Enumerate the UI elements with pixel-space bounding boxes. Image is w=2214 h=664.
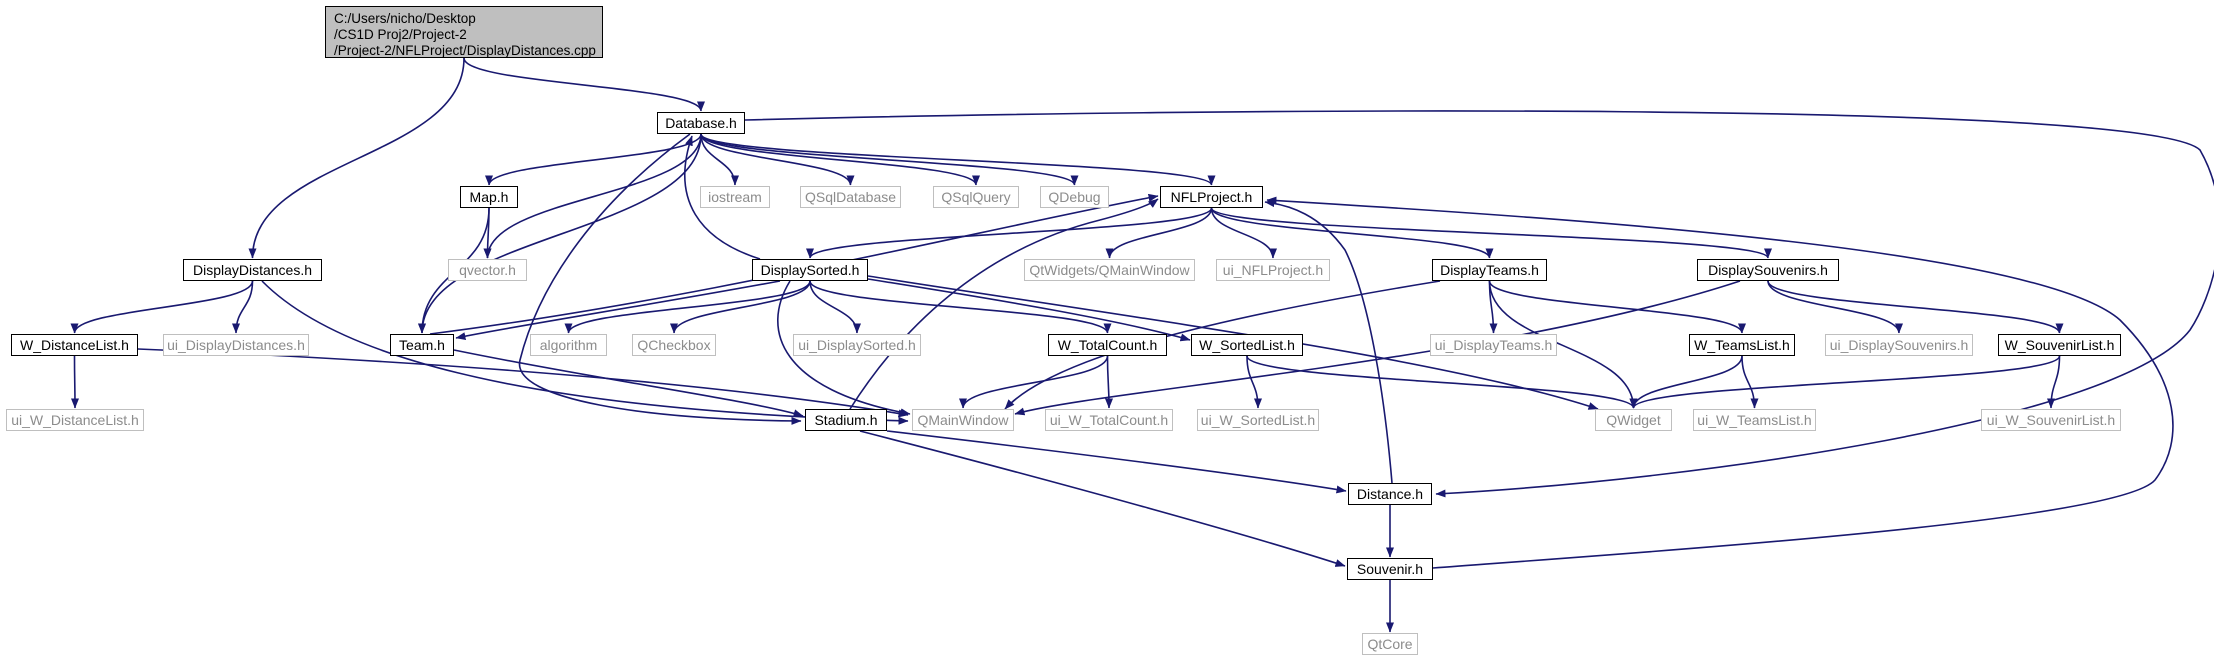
node-map-h[interactable]: Map.h xyxy=(460,186,518,208)
edge-display-sorted-h-to-w-sortedlist-h xyxy=(867,278,1191,342)
edge-nflproject-h-to-qtwidgets-qmainwindow xyxy=(1105,207,1213,259)
node-souvenir-h[interactable]: Souvenir.h xyxy=(1347,558,1433,580)
edge-root-to-database-h xyxy=(463,57,705,112)
node-ui-displaydistances-h: ui_DisplayDistances.h xyxy=(163,334,309,356)
edge-display-souvenirs-h-to-qmainwindow xyxy=(1014,280,1741,416)
edge-w-souvenirlist-h-to-qwidget xyxy=(1629,355,2061,409)
edge-database-h-to-map-h xyxy=(485,133,702,186)
edge-display-teams-h-to-qwidget xyxy=(1488,280,1638,409)
edge-database-h-to-stadium-h xyxy=(518,133,802,425)
node-w-totalcount-h[interactable]: W_TotalCount.h xyxy=(1048,334,1167,356)
edge-database-h-to-distance-h xyxy=(744,110,2214,498)
edge-display-teams-h-to-w-teamslist-h xyxy=(1488,280,1746,334)
edge-stadium-h-to-distance-h xyxy=(886,430,1347,494)
node-algorithm: algorithm xyxy=(530,334,607,356)
edge-distance-h-to-nflproject-h xyxy=(1264,199,1393,484)
edge-display-souvenirs-h-to-ui-displaysouvenirs-h xyxy=(1767,280,1903,334)
node-w-distancelist-h[interactable]: W_DistanceList.h xyxy=(11,334,138,356)
edge-display-distances-h-to-ui-displaydistances-h xyxy=(232,280,254,334)
node-w-sortedlist-h[interactable]: W_SortedList.h xyxy=(1191,334,1303,356)
node-qtwidgets-qmainwindow: QtWidgets/QMainWindow xyxy=(1024,259,1195,281)
node-root-displaydistances-cpp: C:/Users/nicho/Desktop /CS1D Proj2/Proje… xyxy=(325,6,603,58)
edge-nflproject-h-to-display-sorted-h xyxy=(806,207,1213,259)
edge-w-sortedlist-h-to-ui-w-sortedlist-h xyxy=(1246,355,1262,409)
node-displaysorted-h[interactable]: DisplaySorted.h xyxy=(752,259,868,281)
node-qsqlquery: QSqlQuery xyxy=(933,186,1019,208)
edge-database-h-to-qvector-h xyxy=(483,133,702,259)
edge-display-sorted-h-to-qcheckbox xyxy=(670,280,811,334)
edge-database-h-to-team-h xyxy=(418,133,702,334)
edge-display-sorted-h-to-ui-displaysorted-h xyxy=(809,280,861,334)
node-ui-w-teamslist-h: ui_W_TeamsList.h xyxy=(1693,409,1816,431)
node-nflproject-h[interactable]: NFLProject.h xyxy=(1160,186,1263,208)
edge-nflproject-h-to-display-souvenirs-h xyxy=(1210,207,1772,259)
edge-display-sorted-h-to-team-h xyxy=(455,280,781,341)
node-ui-displaysouvenirs-h: ui_DisplaySouvenirs.h xyxy=(1825,334,1973,356)
node-w-souvenirlist-h[interactable]: W_SouvenirList.h xyxy=(1998,334,2121,356)
edge-root-to-display-distances-h xyxy=(248,57,465,259)
edge-database-h-to-qdebug xyxy=(700,133,1079,186)
edge-nflproject-h-to-ui-nflproject-h xyxy=(1210,207,1277,259)
node-displaysouvenirs-h[interactable]: DisplaySouvenirs.h xyxy=(1697,259,1839,281)
node-displaydistances-h[interactable]: DisplayDistances.h xyxy=(183,259,322,281)
edge-w-sortedlist-h-to-qwidget xyxy=(1246,355,1638,409)
edge-w-distancelist-h-to-ui-w-distancelist-h xyxy=(70,355,79,409)
node-qwidget: QWidget xyxy=(1595,409,1672,431)
node-ui-nflproject-h: ui_NFLProject.h xyxy=(1216,259,1330,281)
edge-w-totalcount-h-to-qmainwindow xyxy=(959,355,1109,409)
edge-w-totalcount-h-to-ui-w-totalcount-h xyxy=(1104,355,1113,409)
edge-stadium-h-to-souvenir-h xyxy=(859,430,1346,567)
edge-display-distances-h-to-w-distancelist-h xyxy=(70,280,254,334)
node-ui-w-totalcount-h: ui_W_TotalCount.h xyxy=(1045,409,1173,431)
edge-database-h-to-qsqlquery xyxy=(700,133,980,186)
edge-w-souvenirlist-h-to-ui-w-souvenirlist-h xyxy=(2047,355,2061,409)
node-database-h[interactable]: Database.h xyxy=(657,112,745,134)
node-qsqldatabase: QSqlDatabase xyxy=(800,186,901,208)
edge-nflproject-h-to-display-teams-h xyxy=(1210,207,1494,259)
node-qcheckbox: QCheckbox xyxy=(632,334,716,356)
edge-display-souvenirs-h-to-w-souvenirlist-h xyxy=(1767,280,2064,334)
node-qmainwindow: QMainWindow xyxy=(912,409,1014,431)
node-iostream: iostream xyxy=(700,186,770,208)
node-qdebug: QDebug xyxy=(1040,186,1109,208)
edge-display-sorted-h-to-database-h xyxy=(684,135,761,260)
node-ui-w-souvenirlist-h: ui_W_SouvenirList.h xyxy=(1981,409,2121,431)
node-ui-displaysorted-h: ui_DisplaySorted.h xyxy=(793,334,921,356)
node-ui-w-sortedlist-h: ui_W_SortedList.h xyxy=(1197,409,1319,431)
edge-souvenir-h-to-nflproject-h xyxy=(1266,196,2174,569)
node-qtcore: QtCore xyxy=(1362,633,1418,655)
node-ui-w-distancelist-h: ui_W_DistanceList.h xyxy=(6,409,144,431)
edge-database-h-to-nflproject-h xyxy=(700,133,1216,186)
edge-display-sorted-h-to-algorithm xyxy=(564,280,811,334)
edge-display-sorted-h-to-qmainwindow xyxy=(777,280,911,417)
node-w-teamslist-h[interactable]: W_TeamsList.h xyxy=(1689,334,1795,356)
node-team-h[interactable]: Team.h xyxy=(390,334,454,356)
edge-stadium-h-to-nflproject-h xyxy=(849,198,1159,410)
node-displayteams-h[interactable]: DisplayTeams.h xyxy=(1432,259,1547,281)
node-ui-displayteams-h: ui_DisplayTeams.h xyxy=(1430,334,1557,356)
edge-database-h-to-iostream xyxy=(700,133,739,186)
edge-w-teamslist-h-to-ui-w-teamslist-h xyxy=(1741,355,1759,409)
node-stadium-h[interactable]: Stadium.h xyxy=(805,409,887,431)
node-qvector-h: qvector.h xyxy=(448,259,527,281)
edge-team-h-to-stadium-h xyxy=(453,349,804,418)
edge-display-distances-h-to-qmainwindow xyxy=(261,280,909,425)
edge-w-teamslist-h-to-qwidget xyxy=(1629,355,1743,409)
edge-database-h-to-qsqldatabase xyxy=(700,133,855,186)
node-distance-h[interactable]: Distance.h xyxy=(1348,483,1432,505)
edge-display-sorted-h-to-w-totalcount-h xyxy=(809,280,1112,334)
